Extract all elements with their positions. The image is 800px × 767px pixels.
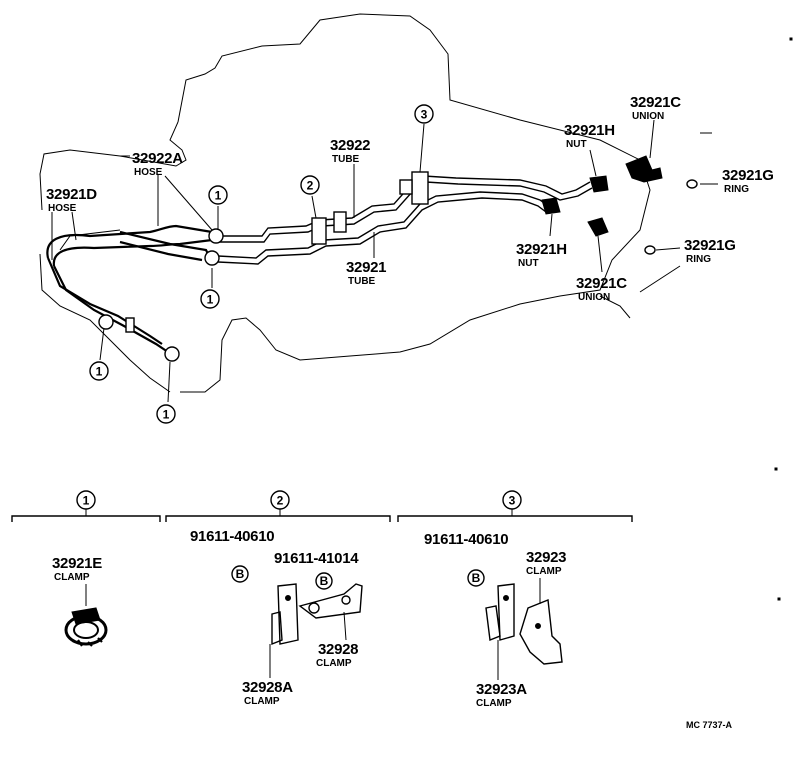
label-32928A-number: 32928A — [242, 679, 293, 696]
detail-2: 91611-40610 91611-41014 B B 32928 CLAMP … — [190, 528, 363, 707]
label-32922A-number: 32922A — [132, 150, 183, 167]
label-32922-name: TUBE — [332, 154, 360, 165]
label-32921D-name: HOSE — [48, 203, 77, 214]
ring-bottom-icon — [644, 245, 656, 255]
svg-text:3: 3 — [509, 494, 516, 508]
label-32928-name: CLAMP — [316, 658, 352, 669]
clamp-block-3 — [411, 171, 429, 205]
svg-text:1: 1 — [83, 494, 90, 508]
callout-2-top: 2 — [300, 175, 320, 195]
engine-outline — [39, 13, 651, 393]
label-32922A-name: HOSE — [134, 167, 163, 178]
svg-text:B: B — [472, 571, 481, 585]
svg-text:B: B — [320, 574, 329, 588]
hose-clamp-icon — [64, 607, 108, 647]
callout-1-detail: 1 — [76, 490, 96, 510]
scan-marks — [774, 37, 793, 601]
hose-assembly — [46, 224, 213, 353]
leader-lines — [51, 119, 718, 403]
clamp-block-2 — [311, 217, 327, 245]
label-32921E-name: CLAMP — [54, 572, 90, 583]
label-32921H-bot-number: 32921H — [516, 241, 567, 258]
detail-3: 91611-40610 B 32923 CLAMP 32923A CLAMP — [424, 531, 567, 709]
ring-top-icon — [686, 179, 698, 189]
callout-1-a: 1 — [208, 185, 228, 205]
label-32921-number: 32921 — [346, 259, 386, 276]
svg-text:2: 2 — [277, 494, 284, 508]
label-32921C-top-number: 32921C — [630, 94, 681, 111]
union-top-icon — [625, 155, 663, 183]
callout-3-top: 3 — [414, 104, 434, 124]
bolt-b-icon-b: B — [315, 572, 333, 590]
clamp-32923A-icon — [485, 583, 515, 641]
label-32923-number: 32923 — [526, 549, 566, 566]
svg-text:1: 1 — [215, 189, 222, 203]
top-callouts: 1 1 1 1 2 3 — [89, 104, 434, 424]
label-32921G-bot-number: 32921G — [684, 237, 736, 254]
label-91611-40610-a: 91611-40610 — [190, 528, 274, 545]
label-32922-number: 32922 — [330, 137, 370, 154]
hose-fitting-upper — [208, 228, 224, 244]
bolt-b-icon-c: B — [467, 569, 485, 587]
detail-1: 32921E CLAMP — [52, 555, 108, 647]
svg-text:1: 1 — [163, 408, 170, 422]
union-bottom-icon — [587, 217, 609, 237]
label-91611-40610-b: 91611-40610 — [424, 531, 508, 548]
label-32923A-number: 32923A — [476, 681, 527, 698]
detail-brackets: 1 2 3 — [11, 490, 633, 522]
bolt-b-icon-a: B — [231, 565, 249, 583]
callout-2-detail: 2 — [270, 490, 290, 510]
label-32921G-bot-name: RING — [686, 254, 711, 265]
clamp-32923-icon — [519, 599, 563, 665]
label-32921G-top-name: RING — [724, 184, 749, 195]
callout-1-d: 1 — [156, 404, 176, 424]
svg-text:B: B — [236, 567, 245, 581]
label-32921C-top-name: UNION — [632, 111, 664, 122]
callout-1-c: 1 — [89, 361, 109, 381]
label-91611-41014: 91611-41014 — [274, 550, 359, 567]
label-32921-name: TUBE — [348, 276, 376, 287]
clamp-32928-icon — [298, 583, 363, 619]
label-32921C-bot-number: 32921C — [576, 275, 627, 292]
brake-tubes — [217, 175, 593, 265]
nut-top-icon — [589, 175, 609, 193]
fittings-right — [541, 155, 698, 255]
svg-text:1: 1 — [96, 365, 103, 379]
callout-3-detail: 3 — [502, 490, 522, 510]
label-32923-name: CLAMP — [526, 566, 562, 577]
svg-text:2: 2 — [307, 179, 314, 193]
label-32923A-name: CLAMP — [476, 698, 512, 709]
label-32921C-bot-name: UNION — [578, 292, 610, 303]
label-32928A-name: CLAMP — [244, 696, 280, 707]
label-32921G-top-number: 32921G — [722, 167, 774, 184]
svg-text:3: 3 — [421, 108, 428, 122]
callout-1-b: 1 — [200, 289, 220, 309]
figure-code: MC 7737-A — [686, 720, 733, 730]
clamp-32928A-icon — [271, 583, 299, 646]
label-32921E-number: 32921E — [52, 555, 102, 572]
svg-text:1: 1 — [207, 293, 214, 307]
label-32921H-top-name: NUT — [566, 139, 587, 150]
hose-fitting-lower — [204, 250, 220, 266]
label-32921H-bot-name: NUT — [518, 258, 539, 269]
top-labels: 32922A HOSE 32921D HOSE 32922 TUBE 32921… — [46, 94, 774, 303]
label-32928-number: 32928 — [318, 641, 358, 658]
nut-bottom-icon — [541, 197, 561, 215]
label-32921D-number: 32921D — [46, 186, 97, 203]
label-32921H-top-number: 32921H — [564, 122, 615, 139]
